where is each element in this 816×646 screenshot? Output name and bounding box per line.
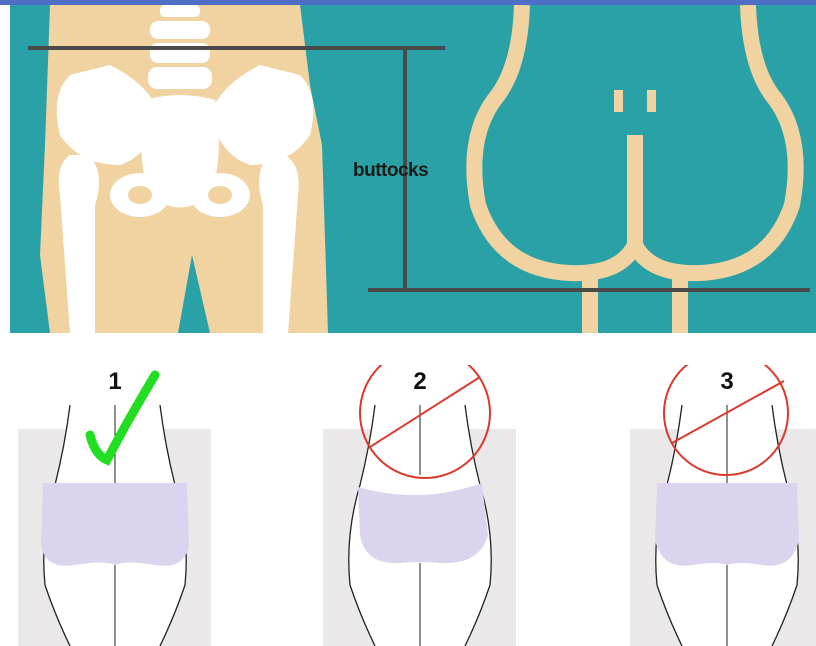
underwear (358, 483, 488, 563)
figure-number: 3 (707, 368, 747, 396)
figure-2: 2 (320, 365, 520, 646)
figure-number: 1 (95, 368, 135, 396)
figure-3: 3 (627, 365, 816, 646)
pelvis-figure (40, 5, 328, 333)
buttocks-label: buttocks (353, 160, 428, 182)
underwear (41, 483, 189, 566)
anatomy-illustration: buttocks (10, 5, 816, 333)
figure-1: 1 (15, 365, 215, 646)
figure-number: 2 (400, 368, 440, 396)
underwear (655, 483, 799, 566)
